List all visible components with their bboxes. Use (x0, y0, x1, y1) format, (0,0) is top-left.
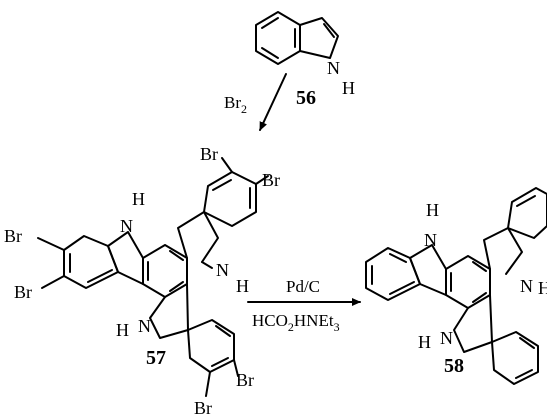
h-atom-3: H (116, 320, 129, 340)
reagent-pd-c: Pd/C (286, 277, 320, 296)
compound-label-57: 57 (146, 347, 166, 369)
n-atom-58a: N (424, 230, 437, 250)
h-atom-58a: H (426, 200, 439, 220)
br-atom-6: Br (194, 398, 212, 418)
compound-label-58: 58 (444, 355, 464, 377)
pyrrole-ring-c (149, 283, 189, 339)
indole-n-atom: N (327, 58, 340, 78)
h-atom-58b: H (538, 278, 547, 298)
pyrrole-ring-b (177, 211, 219, 263)
br-atom-5: Br (236, 370, 254, 390)
br-bond (255, 175, 269, 185)
pyrrole-ring-58b (483, 227, 523, 275)
indole-structure: N H 56 (255, 11, 355, 109)
indole-double-bond (323, 23, 335, 38)
benzene-ring-c (187, 319, 235, 373)
central-ring-58 (445, 255, 491, 309)
benzene-double-bond (389, 281, 415, 295)
n-atom-58b: N (520, 276, 533, 296)
indole-pyrrole-ring (299, 17, 339, 59)
triazatruxene-structure: N H N H N H 58 (365, 187, 547, 385)
br-bond (205, 371, 211, 397)
indole-double-bond (261, 17, 279, 29)
h-atom-2: H (236, 276, 249, 296)
benzene-double-bond (87, 269, 113, 283)
h-atom-58c: H (418, 332, 431, 352)
reagent-formate: HCO2HNEt3 (252, 311, 340, 334)
br-bond (41, 275, 65, 289)
br-atom-4: Br (262, 170, 280, 190)
h-atom-1: H (132, 189, 145, 209)
indole-double-bond (261, 47, 279, 59)
benzene-double-bond (519, 337, 535, 349)
n-atom-58c: N (440, 328, 453, 348)
central-double-bond (169, 281, 184, 292)
n-atom-2: N (216, 260, 229, 280)
bromination-arrow (259, 73, 287, 131)
n-atom-3: N (138, 316, 151, 336)
benzene-double-bond (516, 195, 536, 207)
benzene-ring-58a (365, 247, 421, 301)
benzene-double-bond (389, 253, 407, 263)
br-bond (37, 237, 65, 251)
central-double-bond (472, 261, 487, 272)
pyrrole-ring-58c (453, 294, 493, 353)
n-atom-1: N (120, 216, 133, 236)
benzene-double-bond (215, 325, 231, 337)
br-atom-1: Br (4, 226, 22, 246)
br-atom-2: Br (14, 282, 32, 302)
benzene-ring-58c (491, 331, 539, 385)
debromination-step: Pd/C HCO2HNEt3 (247, 277, 361, 334)
br-bond (233, 359, 239, 377)
bromination-step: Br2 (224, 73, 287, 131)
benzene-ring-58b (507, 187, 547, 239)
central-double-bond (169, 250, 184, 261)
indole-h-atom: H (342, 78, 355, 98)
benzene-double-bond (211, 357, 229, 367)
central-ring (142, 244, 188, 298)
benzene-double-bond (212, 179, 232, 191)
bromination-reagent: Br2 (224, 93, 247, 116)
central-double-bond (472, 292, 487, 303)
br-atom-3: Br (200, 144, 218, 164)
compound-label-56: 56 (296, 87, 316, 109)
nh-bond (201, 261, 213, 269)
benzene-double-bond (515, 369, 533, 379)
indole-benzene-ring (255, 11, 301, 65)
hexabromo-structure: Br Br N H Br Br N H Br Br N H 57 (4, 144, 280, 418)
br-bond (221, 157, 233, 173)
